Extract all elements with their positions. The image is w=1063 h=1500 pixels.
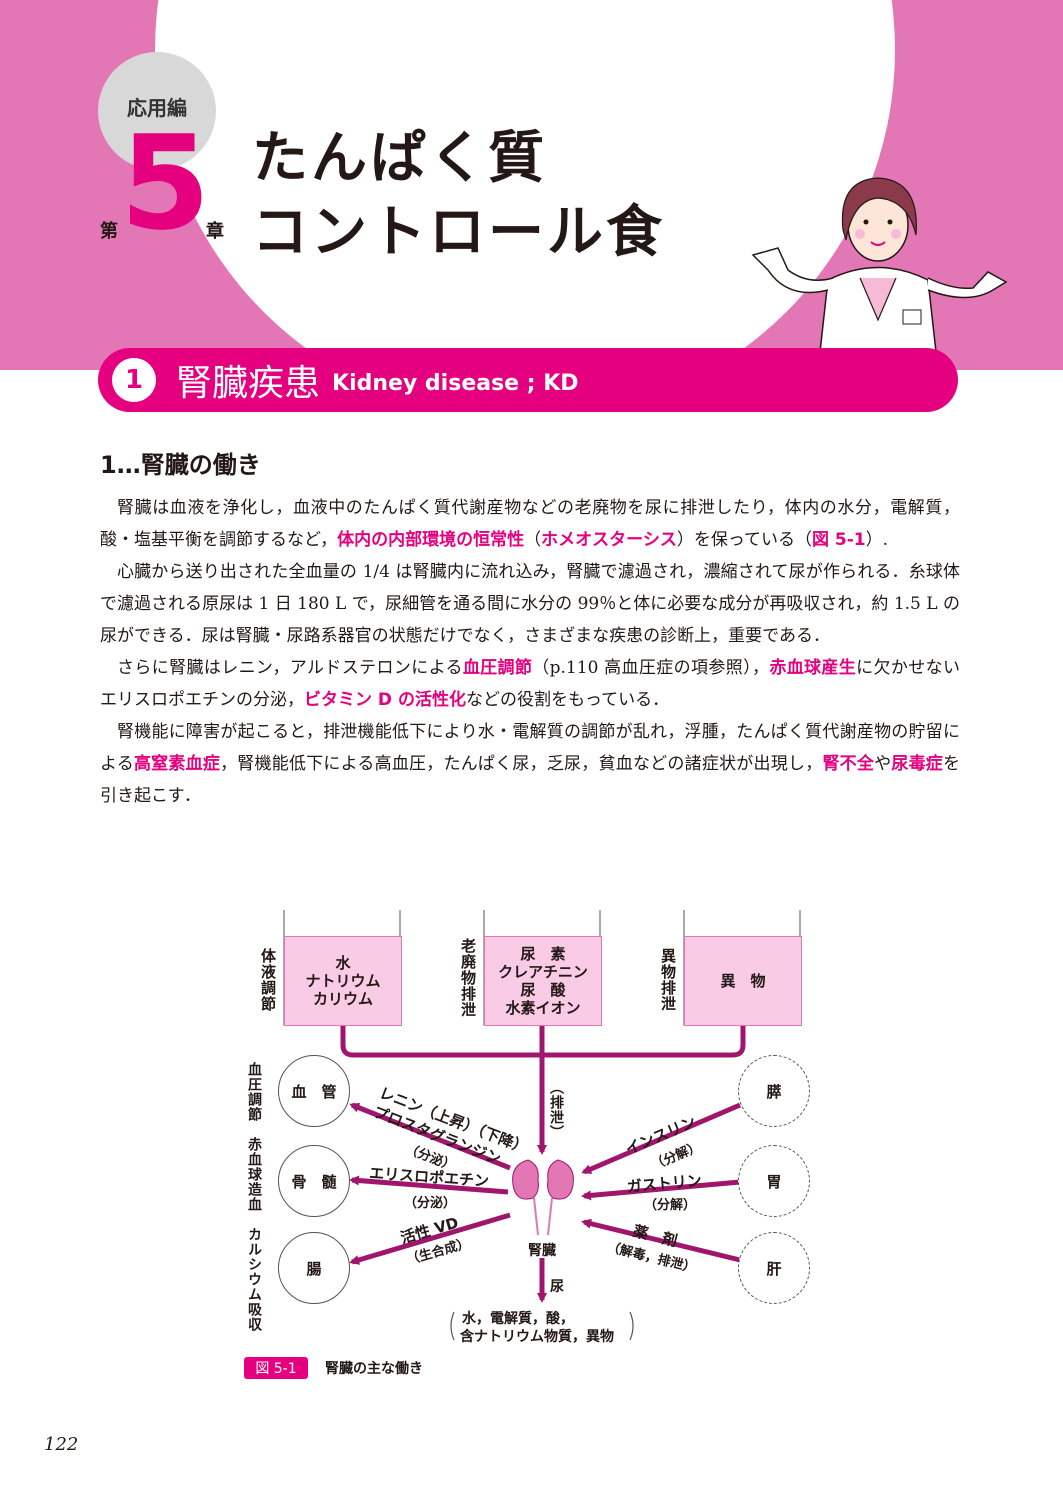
label-waste: 老廃物排泄 [459, 938, 477, 1018]
box-body-fluid: 水 ナトリウム カリウム [284, 936, 402, 1026]
arrow-epo [349, 1175, 509, 1195]
text-run: などの役割をもっている． [465, 690, 670, 710]
organ-blood-vessel: 血 管 [278, 1055, 350, 1127]
page-background [0, 370, 1063, 1500]
text-run: や [874, 754, 892, 774]
box-line: ナトリウム [305, 972, 381, 990]
organ-intestine: 腸 [278, 1232, 350, 1304]
text-run: さらに腎臓はレニン，アルドステロンによる [117, 658, 463, 678]
chapter-title-line1: たんぱく質 [252, 126, 547, 191]
organ-pancreas: 膵 [738, 1055, 810, 1127]
kidney-label: 腎臓 [528, 1243, 556, 1259]
urine-label: 尿 [550, 1279, 564, 1295]
organ-stomach: 胃 [738, 1145, 810, 1217]
box-line: カリウム [312, 990, 373, 1008]
arrow-gastrin [581, 1179, 741, 1201]
figure-caption-tag: 図 5-1 [244, 1357, 308, 1379]
chapter-suffix: 章 [206, 221, 224, 242]
highlight-term: ホメオスターシス [541, 530, 677, 550]
text-run: 腎臓は血液を浄化し，血液中のたんぱく質代謝産物などの老廃物を尿に排泄したり，体内… [100, 498, 960, 550]
box-line: 尿 酸 [520, 981, 566, 999]
highlight-term: 高窒素血症 [133, 754, 221, 774]
body-text: 腎臓は血液を浄化し，血液中のたんぱく質代謝産物などの老廃物を尿に排泄したり，体内… [100, 492, 960, 812]
paragraph-2: 心臓から送り出された全血量の 1/4 は腎臓内に流れ込み，腎臓で濾過され，濃縮さ… [100, 562, 960, 646]
section-title: 腎臓疾患 [176, 363, 321, 404]
arrow-drug [581, 1218, 741, 1263]
text-run: ）を保っている（ [676, 530, 812, 550]
section-title-en: Kidney disease ; KD [332, 370, 579, 396]
part-label-badge: 応用編 [98, 52, 216, 170]
text-run: ）. [865, 530, 889, 550]
urine-output-line2: 含ナトリウム物質，異物 [460, 1329, 614, 1345]
text-run: （ [524, 530, 542, 550]
text-run: 腎機能に障害が起こると，排泄機能低下により水・電解質の調節が乱れ，浮腫，たんぱく… [100, 722, 960, 774]
highlight-term: 体内の内部環境の恒常性 [337, 530, 525, 550]
text-run: （p.110 高血圧症の項参照）， [532, 658, 770, 678]
label-left-column: 血圧調節 赤血球造血 カルシウム吸収 [246, 1062, 262, 1332]
highlight-term: 血圧調節 [462, 658, 533, 678]
text-run: ，腎機能低下による高血圧，たんぱく尿，乏尿，貧血などの諸症状が出現し， [220, 754, 823, 774]
figure-caption: 腎臓の主な働き [325, 1361, 423, 1377]
kidney-icon [512, 1159, 574, 1236]
organ-bone-marrow: 骨 髄 [278, 1145, 350, 1217]
arrow-vd [349, 1212, 511, 1265]
label-gastrin-2: （分解） [644, 1198, 697, 1213]
paragraph-3: さらに腎臓はレニン，アルドステロンによる血圧調節（p.110 高血圧症の項参照）… [100, 652, 960, 716]
box-line: 水 [335, 954, 351, 972]
page-number: 122 [44, 1434, 79, 1455]
highlight-term: 腎不全 [822, 754, 875, 774]
highlight-term: 尿毒症 [891, 754, 944, 774]
part-label: 応用編 [127, 96, 187, 120]
box-line: 尿 素 [520, 945, 566, 963]
chapter-number: 5 [120, 107, 211, 259]
text-run: を引き起こす． [100, 754, 961, 806]
subsection-title: 1…腎臓の働き [100, 451, 261, 479]
section-heading-bar: 1 腎臓疾患 Kidney disease ; KD [98, 348, 958, 412]
organ-liver: 肝 [738, 1232, 810, 1304]
box-line: 異 物 [720, 972, 766, 990]
chapter-prefix: 第 [100, 221, 118, 242]
figure-reference[interactable]: 図 5-1 [811, 530, 866, 550]
paragraph-4: 腎機能に障害が起こると，排泄機能低下により水・電解質の調節が乱れ，浮腫，たんぱく… [100, 716, 960, 812]
text-run: に欠かせないエリスロポエチンの分泌， [100, 658, 961, 710]
highlight-term: ビタミン D の活性化 [304, 690, 466, 710]
box-foreign: 異 物 [684, 936, 802, 1026]
highlight-term: 赤血球産生 [769, 658, 857, 678]
arrow-renin [349, 1102, 511, 1171]
arrow-insulin [581, 1102, 741, 1175]
box-line: クレアチニン [498, 963, 588, 981]
section-number: 1 [112, 358, 156, 402]
label-body-fluid: 体液調節 [259, 948, 277, 1012]
chapter-title-line2: コントロール食 [252, 200, 665, 265]
excretion-label: （排泄） [548, 1080, 564, 1140]
label-foreign: 異物排泄 [659, 948, 677, 1012]
teacher-illustration [751, 177, 1008, 370]
urine-output-line1: 水，電解質，酸， [462, 1311, 574, 1327]
paragraph-1: 腎臓は血液を浄化し，血液中のたんぱく質代謝産物などの老廃物を尿に排泄したり，体内… [100, 492, 960, 556]
box-waste: 尿 素 クレアチニン 尿 酸 水素イオン [484, 936, 602, 1026]
label-epo-2: （分泌） [404, 1196, 457, 1211]
box-line: 水素イオン [505, 999, 581, 1017]
chapter-title: たんぱく質 コントロール食 [252, 122, 665, 270]
